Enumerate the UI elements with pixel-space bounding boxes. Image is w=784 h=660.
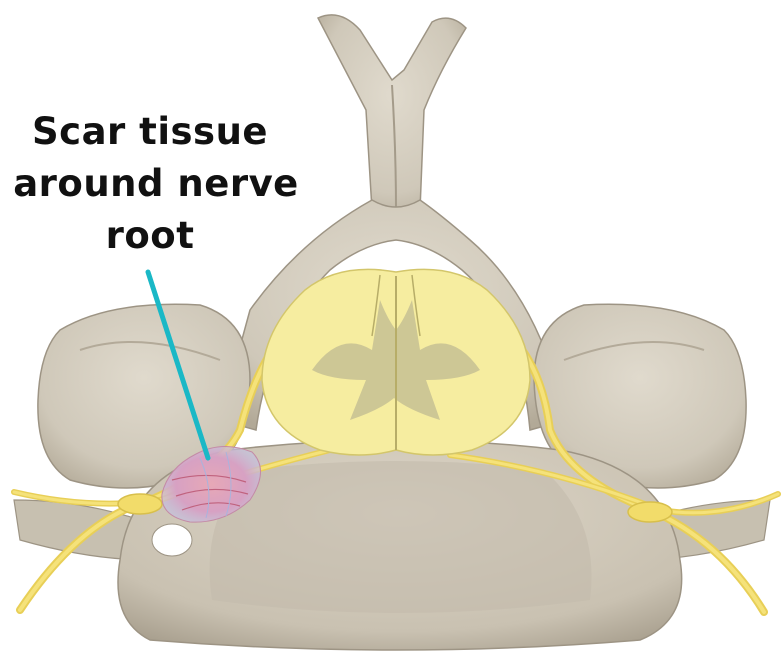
spinal-cord (262, 269, 530, 455)
annotation-label-line-1: Scar tissue (0, 110, 300, 153)
annotation-label-line-2: around nerve (6, 162, 306, 205)
spinous-process (318, 15, 466, 215)
annotation-label-line-3: root (0, 214, 300, 257)
